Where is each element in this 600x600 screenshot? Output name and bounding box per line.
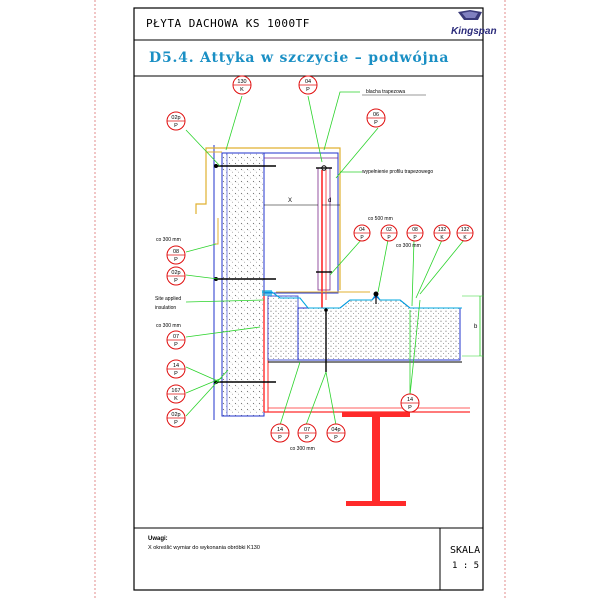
dim-b-label: b [474,324,478,330]
callout-08-p-left: 08 P [166,245,186,265]
svg-text:K: K [463,235,467,241]
annotation-co300-c: co 300 mm [156,323,181,329]
callout-07-p-bottom: 07 P [297,423,317,443]
ridge-fastener [373,291,379,304]
svg-text:08: 08 [173,249,179,255]
svg-text:P: P [360,235,364,241]
callout-132-k-a: 132 K [433,224,451,242]
site-insulation [267,295,299,361]
annotation-site-applied-2: insulation [155,305,176,311]
svg-text:P: P [174,371,178,377]
parapet-fastener-top [316,165,332,171]
svg-text:P: P [174,342,178,348]
svg-text:07: 07 [173,334,179,340]
trapezoid-sheet [262,291,462,309]
drawing-frame [133,7,484,591]
svg-text:14: 14 [277,427,283,433]
annotation-co300-a: co 300 mm [156,237,181,243]
wall-panel [221,152,265,417]
svg-text:P: P [374,120,378,126]
i-beam [342,412,410,506]
svg-text:130: 130 [237,79,246,85]
detail-drawing: X d b [155,75,484,506]
callout-02-p: 02 P [380,224,398,242]
svg-text:14: 14 [173,363,179,369]
callout-04-p-mid: 04 P [353,224,371,242]
svg-text:P: P [174,278,178,284]
svg-text:P: P [408,405,412,411]
svg-text:167: 167 [171,388,180,394]
svg-text:132: 132 [438,227,447,233]
annotation-site-applied-1: Site applied [155,296,181,302]
svg-text:132: 132 [461,227,470,233]
notes-text: X określić wymiar do wykonania obróbki K… [148,545,260,551]
callout-167-k: 167 K [166,384,186,404]
svg-text:07: 07 [304,427,310,433]
annotation-wypelnienie: wypełnienie profilu trapezowego [362,169,433,175]
svg-text:04: 04 [359,227,365,233]
svg-text:02p: 02p [171,412,180,418]
callout-04p-p: 04p P [326,423,346,443]
roof-fastener [324,308,328,372]
drawing-title: D5.4. Attyka w szczycie – podwójna [149,50,449,66]
coping-flashing-2 [205,148,222,153]
leader-lines [185,91,465,426]
callout-14-p-bottom: 14 P [270,423,290,443]
svg-text:P: P [387,235,391,241]
callout-14-p-left: 14 P [166,359,186,379]
callout-130-k: 130 K [232,75,252,95]
svg-text:P: P [413,235,417,241]
annotation-co500: co 500 mm [368,216,393,222]
svg-text:04p: 04p [331,427,340,433]
callout-132-k-b: 132 K [456,224,474,242]
scale-value: 1 : 5 [452,561,479,571]
svg-text:02p: 02p [171,115,180,121]
callout-02p-p-bottom: 02p P [166,408,186,428]
callout-07-p-left: 07 P [166,330,186,350]
svg-text:P: P [305,435,309,441]
svg-text:P: P [174,257,178,263]
annotation-co300-d: co 300 mm [290,446,315,452]
svg-text:06: 06 [373,112,379,118]
scale-label: SKALA [450,545,480,556]
svg-text:04: 04 [305,79,311,85]
product-name: PŁYTA DACHOWA KS 1000TF [146,17,310,30]
inner-flashing [214,218,219,245]
wall-fastener-top [214,164,276,168]
callout-14-p-right: 14 P [400,393,420,413]
svg-text:K: K [240,87,244,93]
svg-text:P: P [306,87,310,93]
dim-d-label: d [328,198,331,204]
eave-closure [262,290,272,296]
svg-text:08: 08 [412,227,418,233]
parapet-box [263,152,339,294]
svg-text:P: P [174,420,178,426]
svg-text:Kingspan: Kingspan [451,26,497,37]
svg-text:02: 02 [386,227,392,233]
callout-06-p: 06 P [366,108,386,128]
callout-08-p-right: 08 P [406,224,424,242]
svg-text:K: K [174,396,178,402]
svg-text:K: K [440,235,444,241]
annotation-blacha: blacha trapezowa [366,89,405,95]
svg-text:P: P [174,123,178,129]
svg-text:P: P [334,435,338,441]
annotation-co300-b: co 300 mm [396,243,421,249]
svg-text:14: 14 [407,397,413,403]
callout-02p-p-mid: 02p P [166,266,186,286]
callout-02p-p-top: 02p P [166,111,186,131]
callout-04-p-top: 04 P [298,75,318,95]
notes-label: Uwagi: [148,536,168,542]
dim-x-label: X [288,198,292,204]
kingspan-logo: Kingspan [451,10,497,37]
svg-text:P: P [278,435,282,441]
svg-text:02p: 02p [171,270,180,276]
